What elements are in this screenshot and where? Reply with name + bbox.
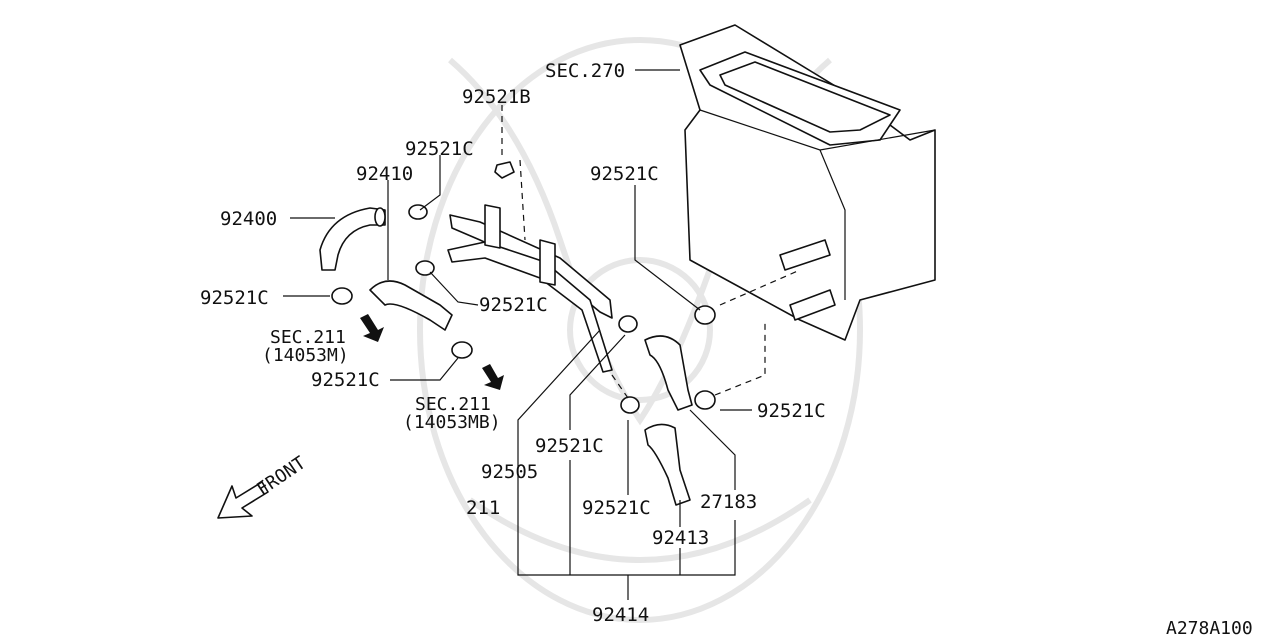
hose-27183 [644,335,693,411]
hose-92410 [369,280,453,331]
label-92414: 92414 [592,604,649,626]
label-sec270: SEC.270 [545,60,625,82]
label-sec211-b: SEC.211 [415,394,491,415]
hose-92413 [644,423,691,506]
label-27183: 27183 [700,491,757,513]
hose-92400 [319,207,386,271]
front-arrow [217,481,269,519]
pipe-92505 [447,204,613,373]
clamps [331,161,716,414]
label-92521c-right-top: 92521C [590,163,659,185]
label-92521c-right-bottom: 92521C [757,400,826,422]
label-92521c-center: 92521C [535,435,604,457]
label-front: FRONT [253,452,310,500]
label-sec211-b-ref: (14053MB) [403,412,501,433]
label-92413: 92413 [652,527,709,549]
label-92521c-bottom: 92521C [582,497,651,519]
label-92410: 92410 [356,163,413,185]
label-92521c-lower-left: 92521C [311,369,380,391]
label-sec211-a-ref: (14053M) [262,345,349,366]
label-92505: 92505 [481,461,538,483]
label-sec211-a: SEC.211 [270,327,346,348]
label-211: 211 [466,497,500,519]
label-92521b: 92521B [462,86,531,108]
sec211-arrows [360,314,504,390]
leader-lines [283,69,801,600]
diagram-code: A278A100 [1166,618,1253,639]
label-92521c-mid: 92521C [479,294,548,316]
label-92521c-left: 92521C [200,287,269,309]
heater-unit [679,24,936,341]
label-92400: 92400 [220,208,277,230]
label-92521c-top: 92521C [405,138,474,160]
